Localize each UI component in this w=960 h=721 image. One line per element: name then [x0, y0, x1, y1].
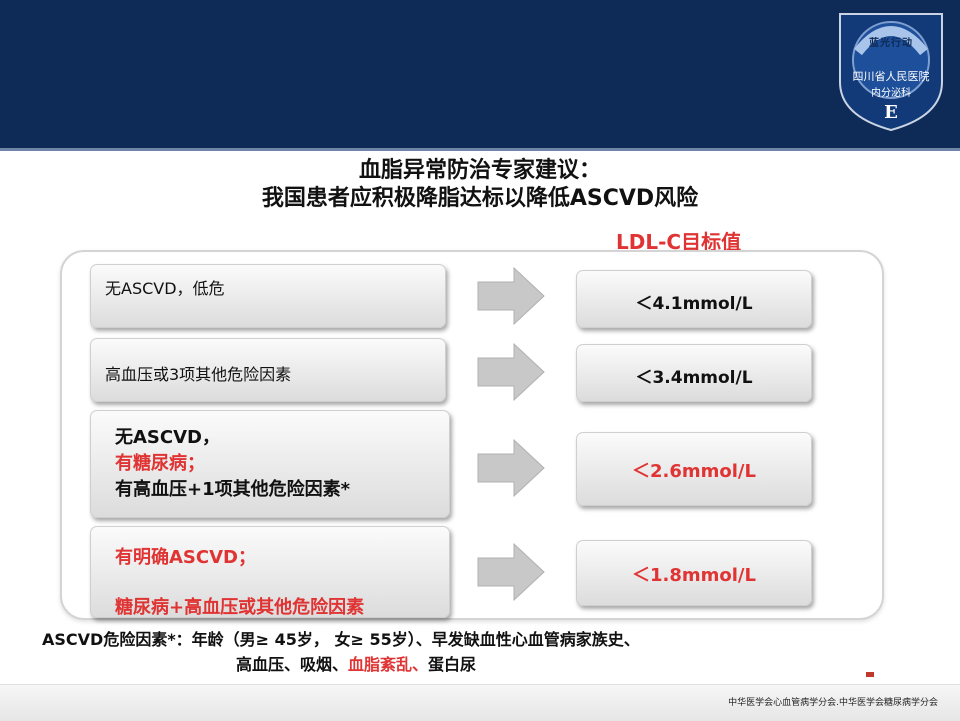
- condition-text: 高血压或3项其他危险因素: [105, 365, 292, 384]
- slide-title-line2: 我国患者应积极降脂达标以降低ASCVD风险: [261, 186, 699, 211]
- logo-department: 内分泌科: [871, 88, 911, 99]
- logo-arc-text: 蓝光行动: [869, 38, 913, 49]
- target-value: ＜3.4mmol/L: [635, 368, 753, 388]
- shield-icon: [839, 13, 943, 132]
- right-arrow-icon: [477, 266, 545, 326]
- target-value: ＜4.1mmol/L: [635, 294, 753, 314]
- condition-text-highlight: 糖尿病+高血压或其他危险因素: [115, 597, 365, 618]
- footnote-text: 高血压、吸烟、: [236, 655, 349, 674]
- source-band: 中华医学会心血管病学分会.中华医学会糖尿病学分会: [0, 684, 960, 721]
- condition-box-4: 有明确ASCVD； 糖尿病+高血压或其他危险因素: [90, 526, 450, 618]
- logo-hospital-name: 四川省人民医院: [852, 70, 930, 83]
- hospital-logo: 蓝光行动 四川省人民医院 内分泌科 E: [836, 12, 946, 132]
- condition-text: 有高血压+1项其他危险因素*: [115, 479, 351, 500]
- target-value: ＜1.8mmol/L: [632, 565, 756, 586]
- target-box-2: ＜3.4mmol/L: [576, 344, 812, 402]
- target-box-1: ＜4.1mmol/L: [576, 270, 812, 328]
- target-box-4: ＜1.8mmol/L: [576, 540, 812, 606]
- footnote-text: 蛋白尿: [428, 655, 477, 674]
- condition-box-2: 高血压或3项其他危险因素: [90, 338, 446, 402]
- risk-factor-footnote-line2: 高血压、吸烟、血脂紊乱、蛋白尿: [236, 651, 476, 675]
- condition-text-highlight: 有糖尿病；: [115, 453, 205, 474]
- condition-text: 无ASCVD，: [115, 427, 220, 448]
- right-arrow-icon: [477, 542, 545, 602]
- condition-box-3: 无ASCVD， 有糖尿病； 有高血压+1项其他危险因素*: [90, 410, 450, 518]
- logo-letter: E: [884, 102, 898, 123]
- decorative-mark: [866, 672, 874, 677]
- condition-text: 无ASCVD，低危: [105, 279, 225, 298]
- risk-factor-footnote-line1: ASCVD危险因素*：年龄（男≥ 45岁， 女≥ 55岁）、早发缺血性心血管病家…: [42, 630, 640, 649]
- footnote-text-highlight: 血脂紊乱、: [348, 655, 429, 674]
- right-arrow-icon: [477, 342, 545, 402]
- condition-box-1: 无ASCVD，低危: [90, 264, 446, 328]
- right-arrow-icon: [477, 438, 545, 498]
- target-value: ＜2.6mmol/L: [632, 461, 756, 482]
- slide-title-line1: 血脂异常防治专家建议：: [358, 158, 601, 183]
- source-citation: 中华医学会心血管病学分会.中华医学会糖尿病学分会: [728, 698, 938, 708]
- condition-text-highlight: 有明确ASCVD；: [115, 547, 256, 568]
- target-box-3: ＜2.6mmol/L: [576, 432, 812, 506]
- header-band: [0, 0, 960, 151]
